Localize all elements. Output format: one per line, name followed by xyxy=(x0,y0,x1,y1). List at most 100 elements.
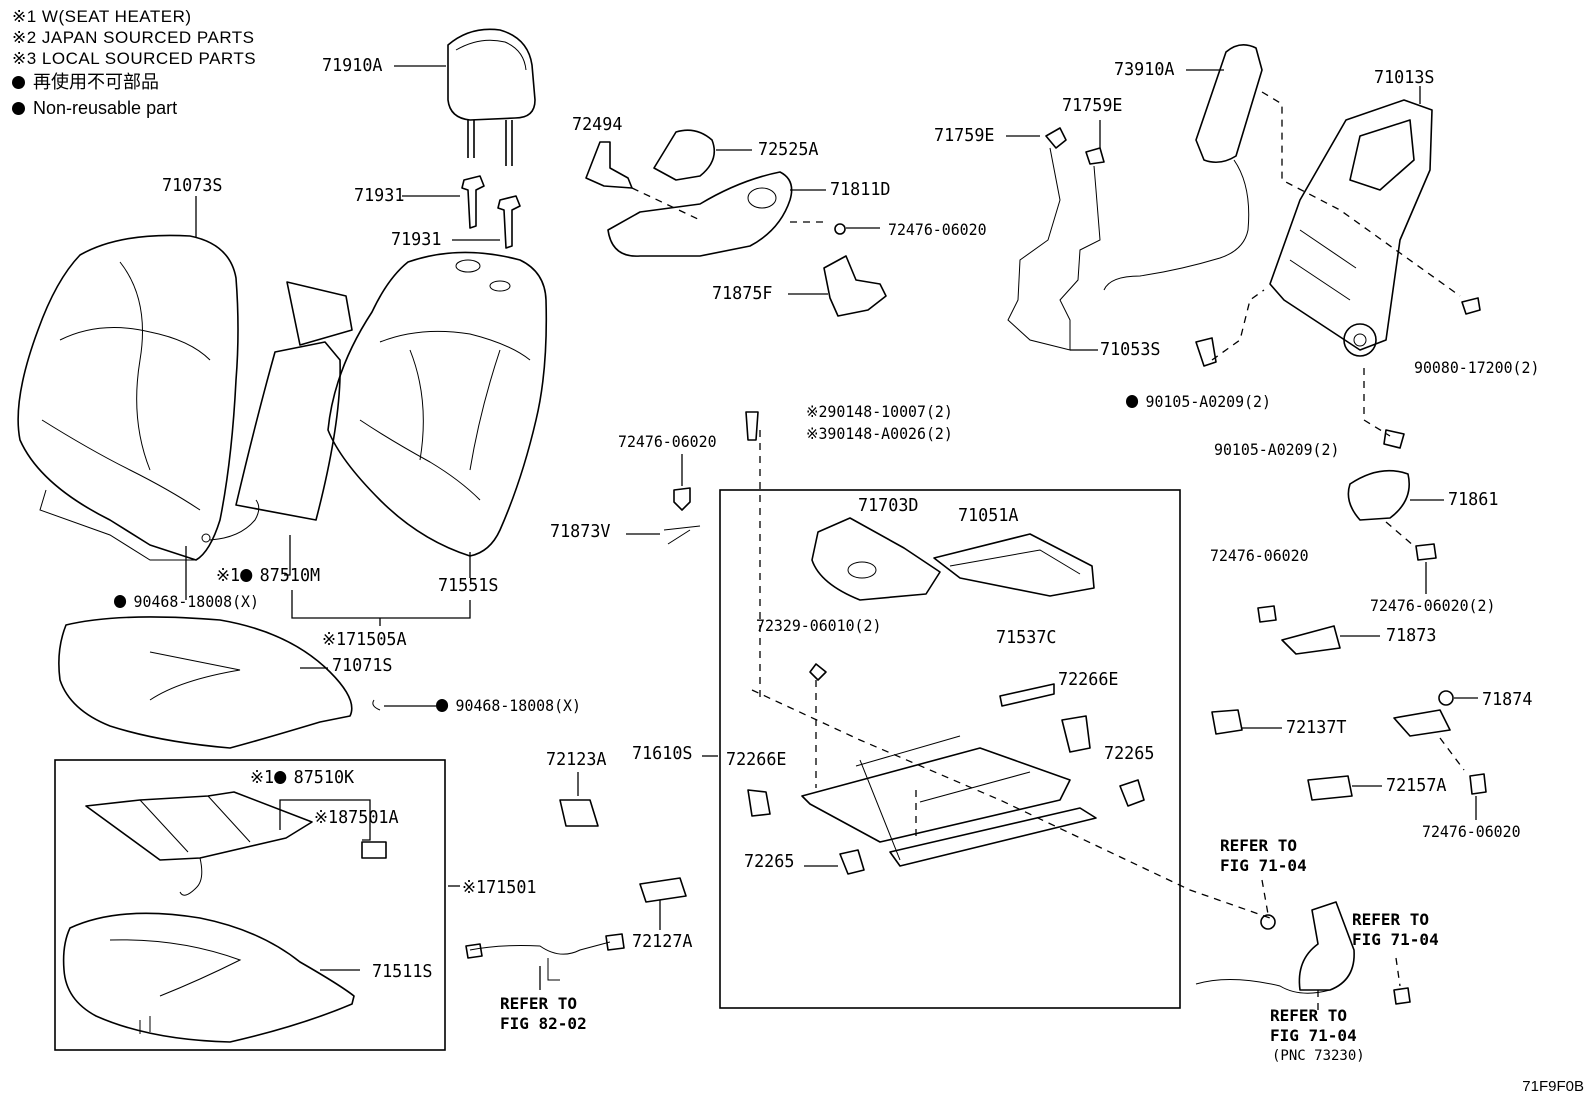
seatback-pad-drawing xyxy=(327,251,548,557)
part-label-71051A: 71051A xyxy=(958,505,1019,526)
non-reusable-dot-icon xyxy=(114,595,127,608)
seatback-cover-drawing xyxy=(17,234,239,561)
part-label-87510M: ※1 87510M xyxy=(216,566,320,586)
pnc-reference: (PNC 73230) xyxy=(1272,1048,1365,1064)
part-label-72266E-right: 72266E xyxy=(1058,669,1119,690)
part-label-72476-06020-r2: 72476-06020(2) xyxy=(1370,596,1496,615)
adjuster-group-box xyxy=(719,489,1181,1009)
illustration-code: 71F9F0B xyxy=(1522,1078,1584,1095)
note-1: ※1 W(SEAT HEATER) xyxy=(12,7,192,26)
part-label-90148-A0026: ※390148-A0026(2) xyxy=(806,424,953,444)
legend-japanese: 再使用不可部品 xyxy=(12,69,256,95)
refer-fig-71-04-lower: REFER TO FIG 71-04 xyxy=(1270,1006,1357,1045)
part-label-72329-06010: 72329-06010(2) xyxy=(756,616,882,635)
part-number-text: 90148-A0026(2) xyxy=(827,424,953,443)
part-label-72476-06020-mid: 72476-06020 xyxy=(618,432,717,451)
legend-english: Non-reusable part xyxy=(12,95,256,121)
leader-lines-left xyxy=(185,65,500,626)
part-label-72265-right: 72265 xyxy=(1104,743,1155,764)
non-reusable-dot-icon xyxy=(274,771,287,784)
part-label-90468-18008-left: 90468-18008(X) xyxy=(114,592,259,612)
cushion-heater-drawing xyxy=(85,791,387,896)
part-label-72123A: 72123A xyxy=(546,749,607,770)
seat-heater-mark: ※1 xyxy=(314,807,339,828)
part-label-71501: ※171501 xyxy=(462,878,537,898)
part-label-90148-10007: ※290148-10007(2) xyxy=(806,402,953,422)
part-label-71874: 71874 xyxy=(1482,689,1533,710)
part-label-71910A: 71910A xyxy=(322,55,383,76)
part-label-90105-A0209-right: 90105-A0209(2) xyxy=(1214,440,1340,459)
seat-heater-mark: ※1 xyxy=(250,767,275,788)
legend-english-text: Non-reusable part xyxy=(33,98,178,118)
non-reusable-dot-icon xyxy=(1126,395,1139,408)
part-label-71759E-lower: 71759E xyxy=(934,125,995,146)
notes-block: ※1 W(SEAT HEATER) ※2 JAPAN SOURCED PARTS… xyxy=(12,6,256,121)
seat-heater-mark: ※1 xyxy=(462,877,487,898)
right-parts-drawing xyxy=(1195,469,1487,1010)
part-number-text: 87501A xyxy=(338,807,399,828)
part-label-72476-06020-r1: 72476-06020 xyxy=(1210,546,1309,565)
adjuster-drawing xyxy=(702,517,1271,919)
seatback-frame-drawing xyxy=(1195,86,1481,449)
part-label-71811D: 71811D xyxy=(830,179,891,200)
part-label-71537C: 71537C xyxy=(996,627,1057,648)
part-label-71759E-upper: 71759E xyxy=(1062,95,1123,116)
part-label-72265-left: 72265 xyxy=(744,851,795,872)
part-label-87501A: ※187501A xyxy=(314,808,399,828)
part-label-72476-06020-top: 72476-06020 xyxy=(888,220,987,239)
part-label-71551S: 71551S xyxy=(438,575,499,596)
non-reusable-dot-icon xyxy=(12,76,25,89)
part-label-71931-lower: 71931 xyxy=(391,229,442,250)
non-reusable-dot-icon xyxy=(436,699,449,712)
non-reusable-dot-icon xyxy=(240,569,253,582)
note-3: ※3 LOCAL SOURCED PARTS xyxy=(12,49,257,68)
local-sourced-mark: ※3 xyxy=(806,424,828,443)
legend-japanese-text: 再使用不可部品 xyxy=(33,72,159,92)
part-label-72127A: 72127A xyxy=(632,931,693,952)
part-label-71610S: 71610S xyxy=(632,743,693,764)
part-label-72525A: 72525A xyxy=(758,139,819,160)
part-number-text: 90468-18008(X) xyxy=(455,696,581,715)
bolt-drawing xyxy=(626,411,761,700)
part-label-73910A: 73910A xyxy=(1114,59,1175,80)
part-label-71073S: 71073S xyxy=(162,175,223,196)
part-label-72476-06020-r3: 72476-06020 xyxy=(1422,822,1521,841)
part-label-71511S: 71511S xyxy=(372,961,433,982)
part-number-text: 90468-18008(X) xyxy=(133,592,259,611)
seat-heater-mark: ※1 xyxy=(322,629,347,650)
part-number-text: 87510M xyxy=(259,565,321,586)
bracket-harness-drawing xyxy=(465,772,687,990)
part-number-text: 71501 xyxy=(486,877,537,898)
part-label-71873V: 71873V xyxy=(550,521,611,542)
part-label-72157A: 72157A xyxy=(1386,775,1447,796)
airbag-harness-drawing xyxy=(1006,44,1461,351)
part-label-72266E-left: 72266E xyxy=(726,749,787,770)
part-label-71703D: 71703D xyxy=(858,495,919,516)
part-label-71013S: 71013S xyxy=(1374,67,1435,88)
seat-heater-mark: ※1 xyxy=(216,565,241,586)
headrest-drawing xyxy=(447,28,536,166)
support-guide-drawing xyxy=(461,175,521,249)
part-number-text: 71505A xyxy=(346,629,407,650)
refer-fig-71-04-upper: REFER TO FIG 71-04 xyxy=(1220,836,1307,875)
part-label-71861: 71861 xyxy=(1448,489,1499,510)
cushion-pad-drawing xyxy=(62,885,460,1043)
part-label-71931-upper: 71931 xyxy=(354,185,405,206)
part-label-72494: 72494 xyxy=(572,114,623,135)
part-label-71053S: 71053S xyxy=(1100,339,1161,360)
part-label-71873: 71873 xyxy=(1386,625,1437,646)
japan-sourced-mark: ※2 xyxy=(806,402,828,421)
recliner-cover-drawing xyxy=(585,129,887,317)
cushion-cover-drawing xyxy=(58,616,436,749)
part-number-text: 90105-A0209(2) xyxy=(1145,392,1271,411)
part-label-71505A: ※171505A xyxy=(322,630,407,650)
part-label-72137T: 72137T xyxy=(1286,717,1347,738)
part-label-90080-17200: 90080-17200(2) xyxy=(1414,358,1540,377)
non-reusable-dot-icon xyxy=(12,102,25,115)
refer-fig-71-04-right: REFER TO FIG 71-04 xyxy=(1352,910,1439,949)
part-label-71875F: 71875F xyxy=(712,283,773,304)
part-label-90468-18008-right: 90468-18008(X) xyxy=(436,696,581,716)
